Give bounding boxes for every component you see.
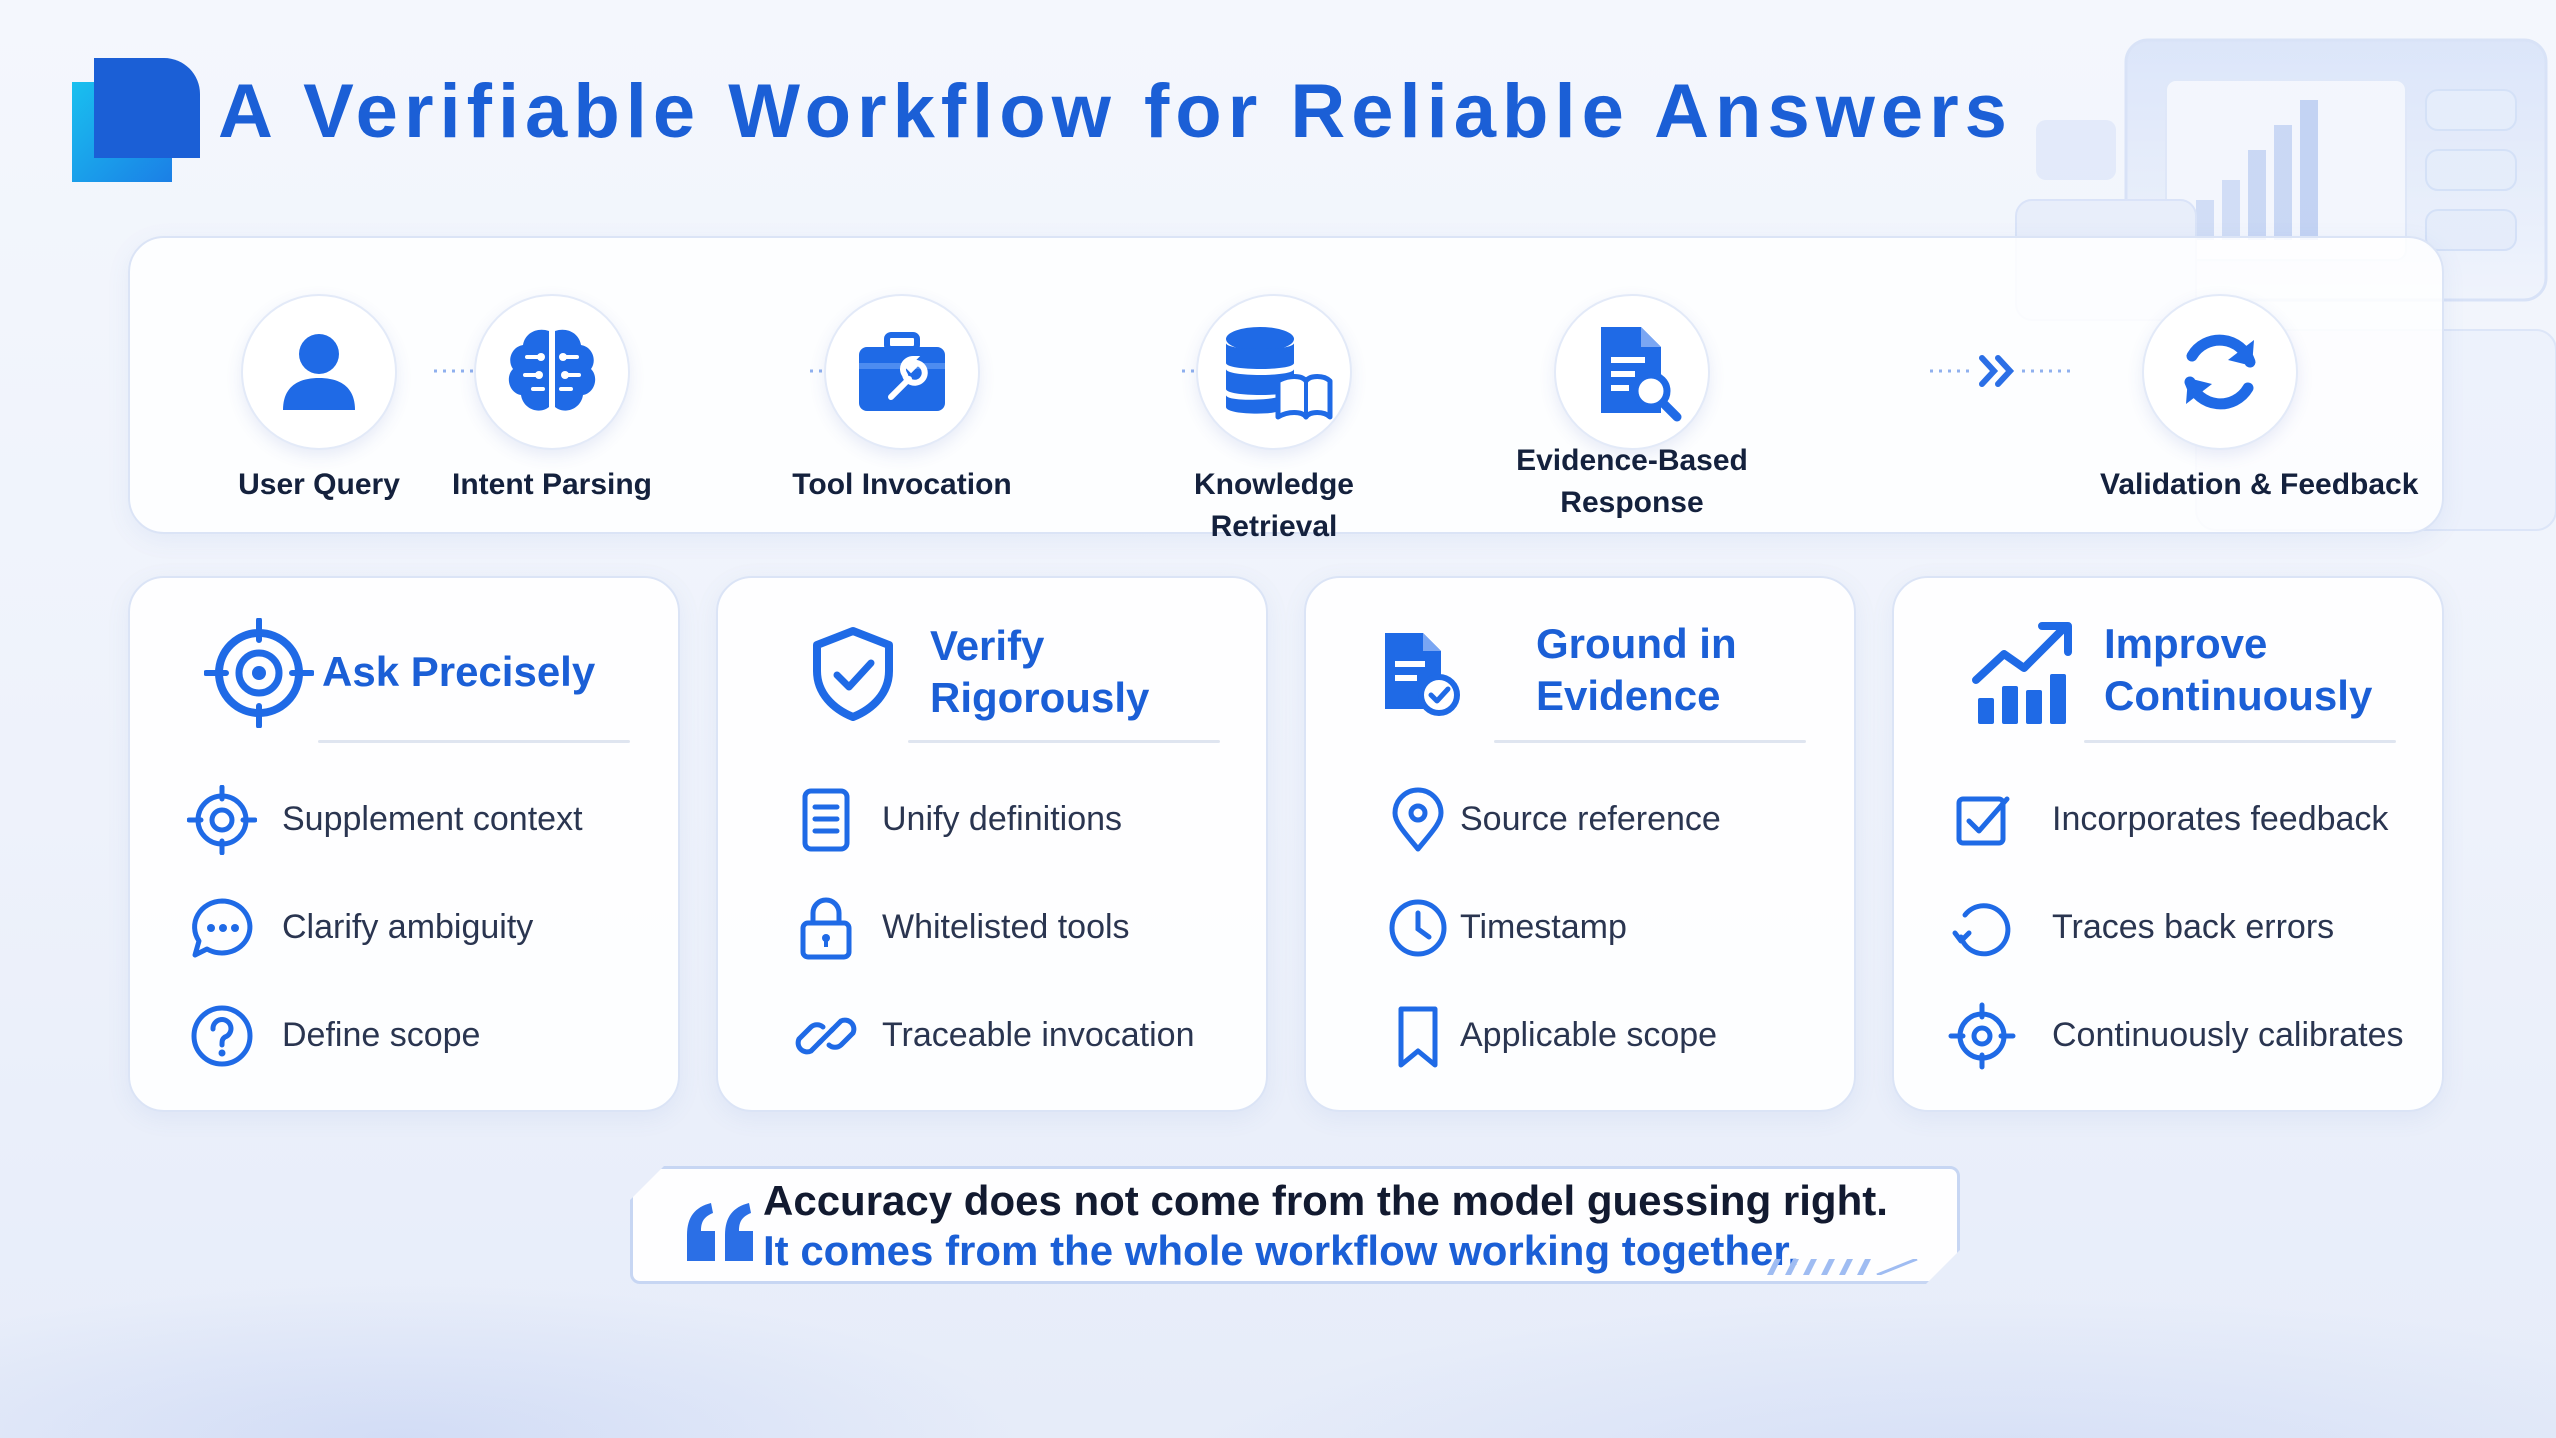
quote-line-1: Accuracy does not come from the model gu… [763, 1177, 1888, 1224]
location-pin-icon [1382, 784, 1454, 856]
flow-step-label: Evidence-Based Response [1516, 444, 1748, 519]
card-divider [908, 740, 1220, 743]
card-divider [1494, 740, 1806, 743]
chat-bubble-icon [186, 892, 258, 964]
flow-step-label: Knowledge Retrieval [1193, 468, 1354, 543]
list-item-label: Continuously calibrates [2052, 1016, 2404, 1054]
bar-chart-up-icon [1968, 618, 2078, 728]
list-item-label: Traceable invocation [882, 1016, 1195, 1054]
user-icon [241, 294, 397, 450]
decorative-stripes [1767, 1259, 1927, 1275]
card-divider [318, 740, 630, 743]
card-ask-precisely: Ask Precisely Supplement context Clarify… [128, 576, 680, 1112]
list-item: Unify definitions [718, 784, 1266, 856]
flow-step-label: Intent Parsing [451, 468, 653, 501]
flow-step-label: Validation & Feedback [2100, 468, 2419, 501]
list-item: Timestamp [1306, 892, 1854, 964]
flow-step-user-query: User Query [179, 294, 459, 506]
clock-icon [1382, 892, 1454, 964]
card-title-line: Verify [930, 622, 1045, 669]
list-item: Applicable scope [1306, 1000, 1854, 1072]
document-search-icon [1554, 294, 1710, 450]
card-title-line: Continuously [2104, 672, 2373, 719]
list-item-label: Incorporates feedback [2052, 800, 2389, 838]
list-item: Source reference [1306, 784, 1854, 856]
bookmark-icon [1382, 1000, 1454, 1072]
quote-line-2: It comes from the whole workflow working… [763, 1227, 1800, 1274]
brain-icon [474, 294, 630, 450]
shield-check-icon [798, 618, 908, 728]
quote-mark-icon [681, 1191, 761, 1271]
target-icon [204, 618, 314, 728]
card-title: Verify Rigorously [930, 620, 1149, 724]
document-check-icon [1366, 618, 1476, 728]
card-title: Ask Precisely [322, 648, 596, 695]
flow-step-label: User Query [238, 468, 400, 501]
list-item: Incorporates feedback [1894, 784, 2442, 856]
toolbox-icon [824, 294, 980, 450]
document-icon [790, 784, 862, 856]
undo-circle-icon [1946, 892, 2018, 964]
card-divider [2084, 740, 2396, 743]
card-title-line: Evidence [1536, 672, 1721, 719]
list-item: Clarify ambiguity [130, 892, 678, 964]
flow-step-evidence-based-response: Evidence-Based Response [1492, 294, 1772, 524]
flow-arrow-icon [1930, 355, 2072, 387]
card-title-line: Improve [2104, 620, 2268, 667]
card-title: Improve Continuously [2104, 618, 2372, 722]
flow-step-validation-feedback: Validation & Feedback [2100, 294, 2440, 506]
question-icon [186, 1000, 258, 1072]
list-item: Whitelisted tools [718, 892, 1266, 964]
list-item: Continuously calibrates [1894, 1000, 2442, 1072]
flow-step-intent-parsing: Intent Parsing [412, 294, 692, 506]
list-item: Supplement context [130, 784, 678, 856]
flow-step-label: Tool Invocation [792, 468, 1012, 501]
refresh-icon [2142, 294, 2298, 450]
page-title: A Verifiable Workflow for Reliable Answe… [218, 69, 2013, 154]
list-item-label: Timestamp [1460, 908, 1627, 946]
lock-icon [790, 892, 862, 964]
list-item-label: Clarify ambiguity [282, 908, 534, 946]
flow-step-knowledge-retrieval: Knowledge Retrieval [1134, 294, 1414, 548]
database-book-icon [1196, 294, 1352, 450]
workflow-panel: User Query Intent Parsing [128, 236, 2444, 543]
logo-icon [72, 58, 200, 182]
list-item: Traceable invocation [718, 1000, 1266, 1072]
card-verify-rigorously: Verify Rigorously Unify definitions Whit… [716, 576, 1268, 1112]
card-header: Improve Continuously [1894, 618, 2442, 728]
list-item-label: Supplement context [282, 800, 583, 838]
calibrate-icon [1946, 1000, 2018, 1072]
list-item-label: Define scope [282, 1016, 481, 1054]
card-title-line: Rigorously [930, 674, 1150, 721]
list-item-label: Unify definitions [882, 800, 1123, 838]
list-item: Define scope [130, 1000, 678, 1072]
checkbox-icon [1946, 784, 2018, 856]
link-icon [790, 1000, 862, 1072]
list-item-label: Applicable scope [1460, 1016, 1718, 1054]
card-header: Verify Rigorously [718, 618, 1266, 728]
card-header: Ground in Evidence [1306, 618, 1854, 728]
flow-step-tool-invocation: Tool Invocation [762, 294, 1042, 506]
quote-box: Accuracy does not come from the model gu… [630, 1166, 1960, 1284]
list-item-label: Traces back errors [2052, 908, 2335, 946]
list-item: Traces back errors [1894, 892, 2442, 964]
crosshair-icon [186, 784, 258, 856]
card-ground-in-evidence: Ground in Evidence Source reference Time… [1304, 576, 1856, 1112]
card-header: Ask Precisely [130, 618, 678, 728]
card-improve-continuously: Improve Continuously Incorporates feedba… [1892, 576, 2444, 1112]
card-title-line: Ground in [1536, 620, 1737, 667]
list-item-label: Source reference [1460, 800, 1721, 838]
list-item-label: Whitelisted tools [882, 908, 1130, 946]
card-title: Ground in Evidence [1536, 618, 1737, 722]
